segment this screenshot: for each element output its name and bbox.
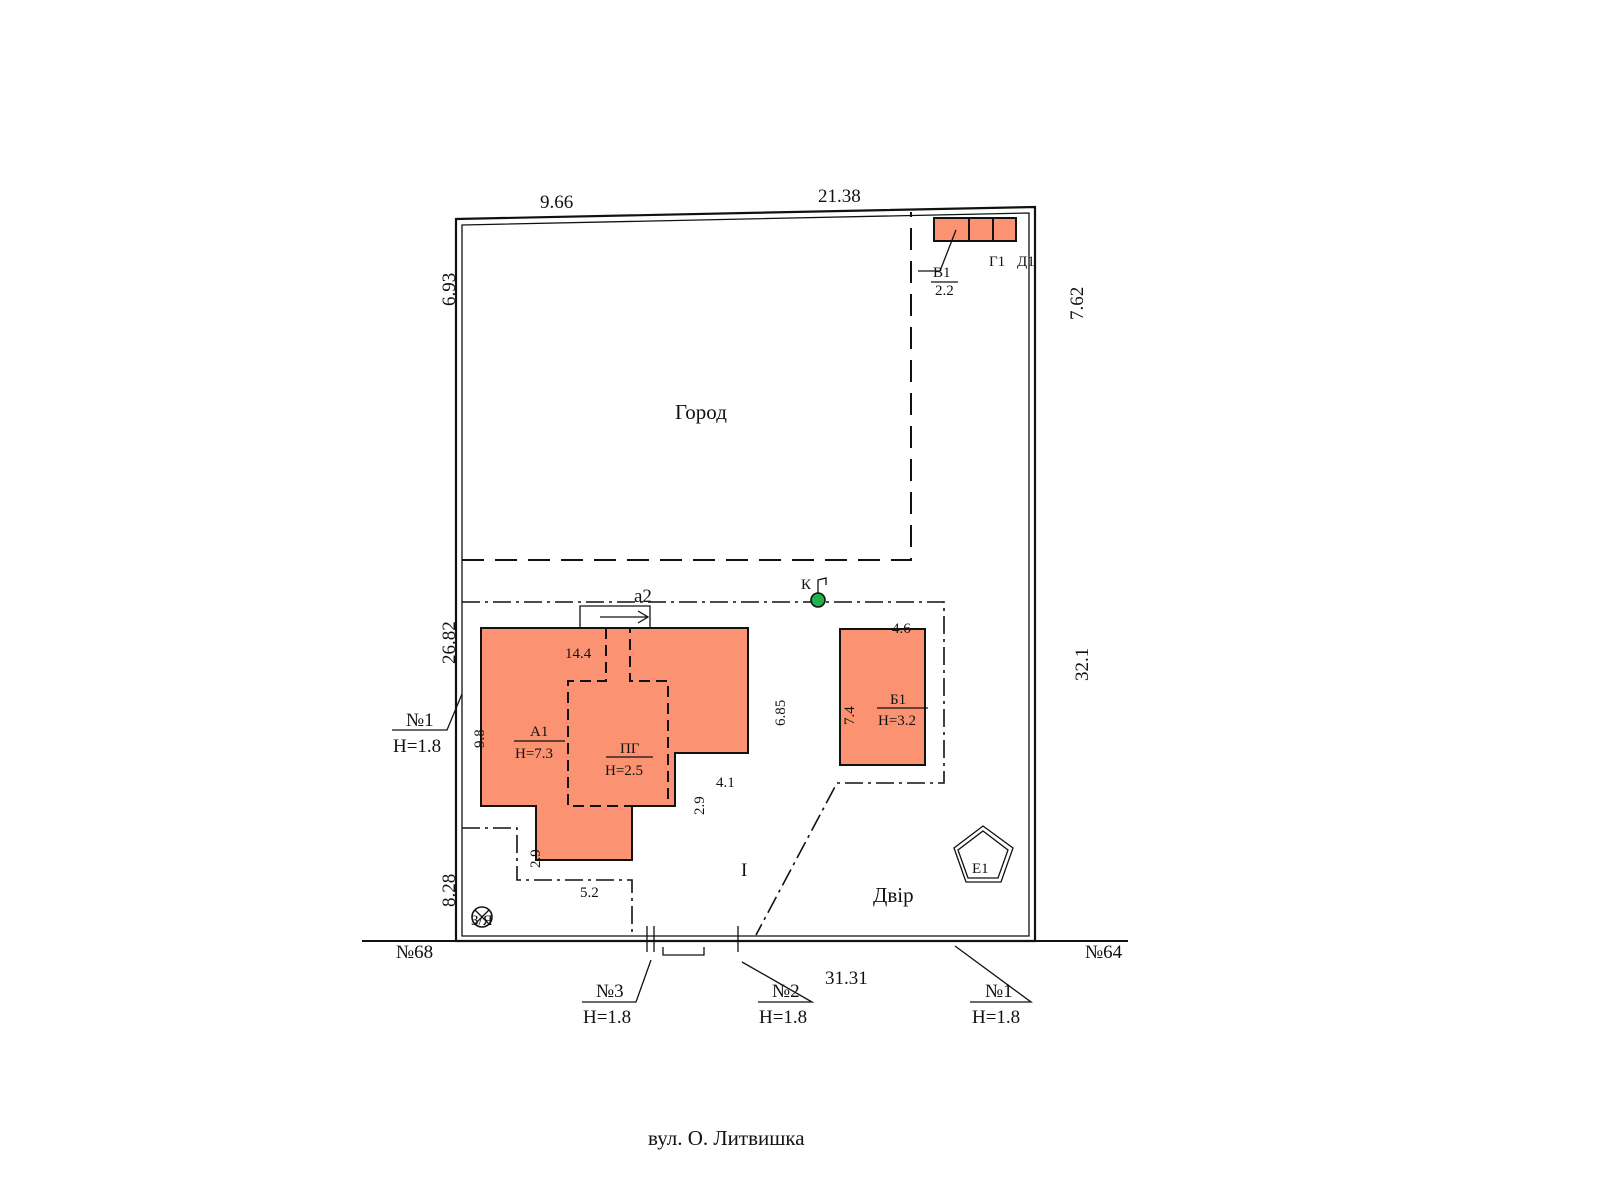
- building-b1: [839, 628, 926, 766]
- fence-3-height: Н=1.8: [583, 1007, 631, 1028]
- dim-a1-bottom: 5.2: [580, 885, 599, 901]
- b1-name: Б1: [890, 692, 906, 708]
- fence-left-leader: [392, 693, 463, 731]
- dim-a1-right: 6.85: [773, 700, 789, 726]
- gate-main: [662, 947, 705, 956]
- fence-3-leader: [582, 959, 652, 1003]
- yard-boundary-lower: [462, 827, 633, 935]
- dim-b1-left: 7.4: [842, 706, 858, 725]
- a1-height: Н=7.3: [515, 746, 553, 762]
- building-g1: [968, 217, 994, 242]
- fence-2-height: Н=1.8: [759, 1007, 807, 1028]
- dim-a1-left: 9.8: [472, 729, 488, 748]
- dim-left-middle: 26.82: [439, 621, 460, 664]
- e1-pentagon-outer: [953, 825, 1014, 883]
- dim-right-lower: 32.1: [1072, 648, 1093, 681]
- fence-1-leader: [954, 945, 1033, 1003]
- gate-3: [646, 926, 655, 952]
- a2-name: а2: [634, 586, 652, 607]
- dim-left-upper: 6.93: [439, 273, 460, 306]
- water-symbol-name: З/Я: [471, 913, 493, 929]
- dim-bottom: 31.31: [825, 968, 868, 989]
- dim-a1-step-h: 4.1: [716, 775, 735, 791]
- dim-b1-top: 4.6: [892, 621, 911, 637]
- fence-left-height: Н=1.8: [393, 736, 441, 757]
- dim-v1-len: 2.2: [935, 283, 954, 299]
- water-symbol-cross: [474, 909, 490, 925]
- e1-pentagon-inner: [957, 830, 1009, 879]
- dim-a1-step-v: 2.9: [692, 796, 708, 815]
- well-hook: [817, 577, 827, 593]
- g1-name: Г1: [989, 254, 1005, 270]
- zone-yard-number: I: [741, 860, 747, 881]
- garden-boundary: [462, 212, 912, 561]
- annex-a2: [579, 605, 651, 628]
- b1-height: Н=3.2: [878, 713, 916, 729]
- zone-garden-label: Город: [675, 400, 727, 424]
- dim-left-lower: 8.28: [439, 874, 460, 907]
- well-icon: [810, 592, 826, 608]
- e1-name: Е1: [972, 861, 989, 877]
- building-a1: [480, 627, 749, 861]
- fence-left-no: №1: [406, 710, 434, 731]
- a1-name: А1: [530, 724, 548, 740]
- pg-name: ПГ: [620, 741, 640, 757]
- building-d1: [992, 217, 1017, 242]
- building-v1: [933, 217, 970, 242]
- zone-yard-label: Двір: [873, 883, 914, 907]
- fence-2-leader: [741, 961, 815, 1003]
- v1-name: В1: [933, 265, 951, 281]
- water-symbol-icon: [471, 906, 493, 928]
- street-name: вул. О. Литвишка: [648, 1126, 805, 1150]
- neighbor-left: №68: [396, 942, 433, 963]
- yard-boundary: [462, 601, 945, 936]
- fence-1-height: Н=1.8: [972, 1007, 1020, 1028]
- fence-3-no: №3: [596, 981, 624, 1002]
- v1-leader: [918, 229, 957, 272]
- dim-top-right: 21.38: [818, 186, 861, 207]
- d1-name: Д1: [1017, 254, 1035, 270]
- dim-right-upper: 7.62: [1067, 287, 1088, 320]
- basement-pg: [567, 628, 669, 807]
- pg-height: Н=2.5: [605, 763, 643, 779]
- fence-1-no: №1: [985, 981, 1013, 1002]
- a2-arrow: [600, 610, 650, 624]
- dim-a1-top: 14.4: [565, 646, 592, 662]
- neighbor-right: №64: [1085, 942, 1123, 963]
- fence-2-no: №2: [772, 981, 800, 1002]
- dim-a1-low-v: 2.9: [528, 849, 544, 868]
- parcel-boundary-inner: [461, 212, 1030, 937]
- well-name: К: [801, 577, 812, 593]
- dim-top-left: 9.66: [540, 192, 573, 213]
